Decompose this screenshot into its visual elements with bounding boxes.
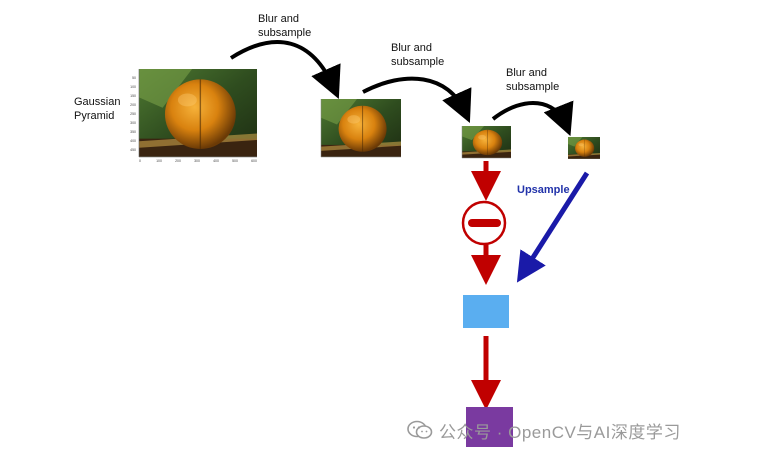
x-tick: 500 — [232, 159, 238, 163]
y-tick: 100 — [130, 85, 136, 89]
image-x-axis: 0 100 200 300 400 500 600 — [139, 156, 257, 163]
gaussian-pyramid-label: Gaussian Pyramid — [74, 96, 121, 122]
subtract-operator-icon — [461, 200, 507, 246]
y-tick: 400 — [130, 139, 136, 143]
blur-subsample-arrow-3 — [491, 100, 574, 137]
blur-subsample-arrow-2 — [362, 76, 472, 123]
pyramid-level-3-image — [567, 136, 601, 159]
image-y-axis: 50 100 150 200 250 300 350 400 450 — [130, 69, 140, 157]
watermark-text: 公众号 · OpenCV与AI深度学习 — [439, 422, 681, 442]
x-tick: 300 — [194, 159, 200, 163]
upsample-arrow — [516, 171, 590, 283]
x-tick: 100 — [156, 159, 162, 163]
blur-subsample-arrow-1 — [229, 40, 341, 99]
y-tick: 250 — [130, 112, 136, 116]
blur-subsample-label-3: Blur and subsample — [506, 67, 560, 93]
watermark: 公众号 · OpenCV与AI深度学习 — [407, 419, 681, 442]
y-tick: 450 — [130, 148, 136, 152]
y-tick: 350 — [130, 130, 136, 134]
pyramid-level-1-image — [320, 98, 402, 158]
x-tick: 600 — [251, 159, 257, 163]
upsample-label: Upsample — [517, 184, 570, 196]
x-tick: 400 — [213, 159, 219, 163]
y-tick: 200 — [130, 103, 136, 107]
y-tick: 150 — [130, 94, 136, 98]
y-tick: 300 — [130, 121, 136, 125]
laplacian-result-box — [463, 295, 509, 328]
wechat-icon — [407, 420, 433, 439]
x-tick: 200 — [175, 159, 181, 163]
blur-subsample-label-1: Blur and subsample — [258, 13, 312, 39]
x-tick: 0 — [139, 159, 141, 163]
pyramid-level-0-image: 50 100 150 200 250 300 350 400 450 0 100… — [130, 68, 258, 163]
blur-subsample-label-2: Blur and subsample — [391, 42, 445, 68]
pyramid-level-2-image — [461, 125, 512, 159]
final-output-box — [466, 407, 513, 447]
y-tick: 50 — [132, 76, 136, 80]
